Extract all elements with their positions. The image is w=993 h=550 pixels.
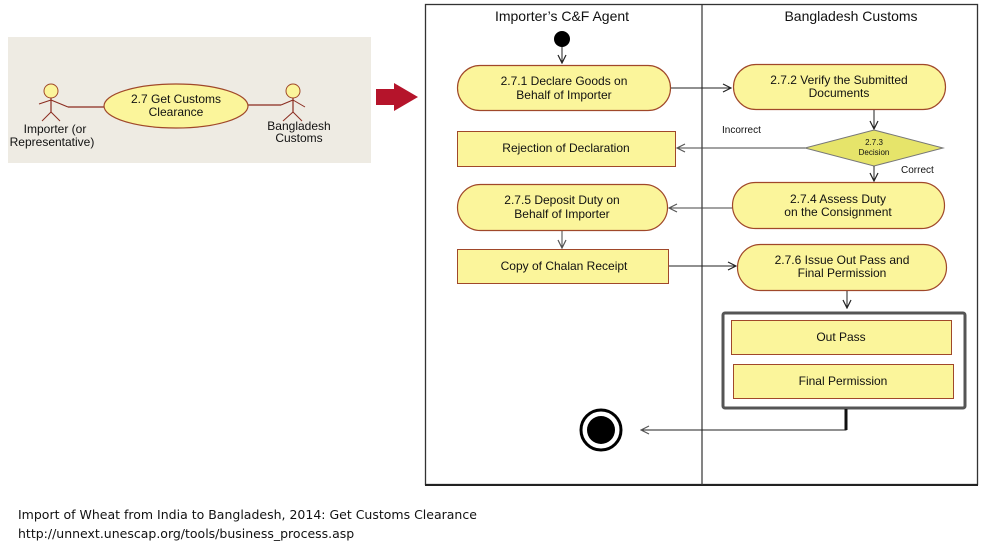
use-case-panel: Importer (or Representative) 2.7 Get Cus… [8, 37, 371, 163]
customs-actor-label-line1: Bangladesh [267, 119, 330, 133]
swimlane-title-importer-agent: Importer’s C&F Agent [495, 8, 629, 24]
activity-2-7-2-verify-documents [732, 63, 947, 111]
activity-2-7-4-assess-duty [731, 181, 946, 230]
activity-2-7-5-label-line1: 2.7.5 Deposit Duty on [504, 193, 619, 207]
importer-actor-icon [38, 83, 69, 122]
customs-actor-label-line2: Customs [275, 131, 322, 145]
guard-correct: Correct [901, 165, 934, 176]
swimlane-title-bangladesh-customs: Bangladesh Customs [784, 8, 917, 24]
object-chalan-label: Copy of Chalan Receipt [501, 259, 628, 273]
object-out-pass-label: Out Pass [816, 330, 865, 344]
customs-actor-icon [280, 83, 306, 122]
object-copy-of-chalan-receipt [457, 249, 669, 284]
use-case-get-customs-clearance [103, 83, 249, 129]
final-node-icon [579, 408, 623, 452]
activity-2-7-4-label-line1: 2.7.4 Assess Duty [790, 192, 886, 206]
figure-caption: Import of Wheat from India to Bangladesh… [18, 505, 477, 543]
activity-2-7-5-label-line2: Behalf of Importer [514, 207, 609, 221]
object-rejection-label: Rejection of Declaration [502, 141, 629, 155]
activity-2-7-5-deposit-duty [456, 183, 669, 232]
use-case-label-line2: Clearance [149, 105, 204, 119]
object-out-pass [731, 320, 952, 355]
object-rejection-of-declaration [457, 131, 676, 167]
activity-2-7-6-label-line1: 2.7.6 Issue Out Pass and [775, 253, 910, 267]
activity-2-7-6-issue-out-pass [736, 243, 948, 292]
caption-title: Import of Wheat from India to Bangladesh… [18, 507, 477, 522]
decision-2-7-3-label-line2: Decision [859, 148, 890, 157]
activity-2-7-1-label-line2: Behalf of Importer [516, 88, 611, 102]
object-final-permission-label: Final Permission [799, 374, 888, 388]
activity-2-7-2-label-line2: Documents [809, 86, 870, 100]
activity-2-7-1-declare-goods [456, 64, 672, 112]
initial-node-icon [554, 31, 570, 47]
decision-2-7-3-label-line1: 2.7.3 [865, 138, 883, 147]
right-arrow-icon [376, 83, 418, 111]
activity-2-7-2-label-line1: 2.7.2 Verify the Submitted [770, 73, 907, 87]
importer-actor-label-line2: Representative) [10, 135, 95, 149]
activity-2-7-1-label-line1: 2.7.1 Declare Goods on [501, 74, 628, 88]
use-case-label-line1: 2.7 Get Customs [131, 92, 221, 106]
importer-actor-label-line1: Importer (or [24, 122, 87, 136]
caption-source-url: http://unnext.unescap.org/tools/business… [18, 526, 355, 541]
object-final-permission [733, 364, 954, 399]
guard-incorrect: Incorrect [722, 125, 761, 136]
activity-2-7-4-label-line2: on the Consignment [784, 205, 892, 219]
activity-2-7-6-label-line2: Final Permission [798, 266, 887, 280]
